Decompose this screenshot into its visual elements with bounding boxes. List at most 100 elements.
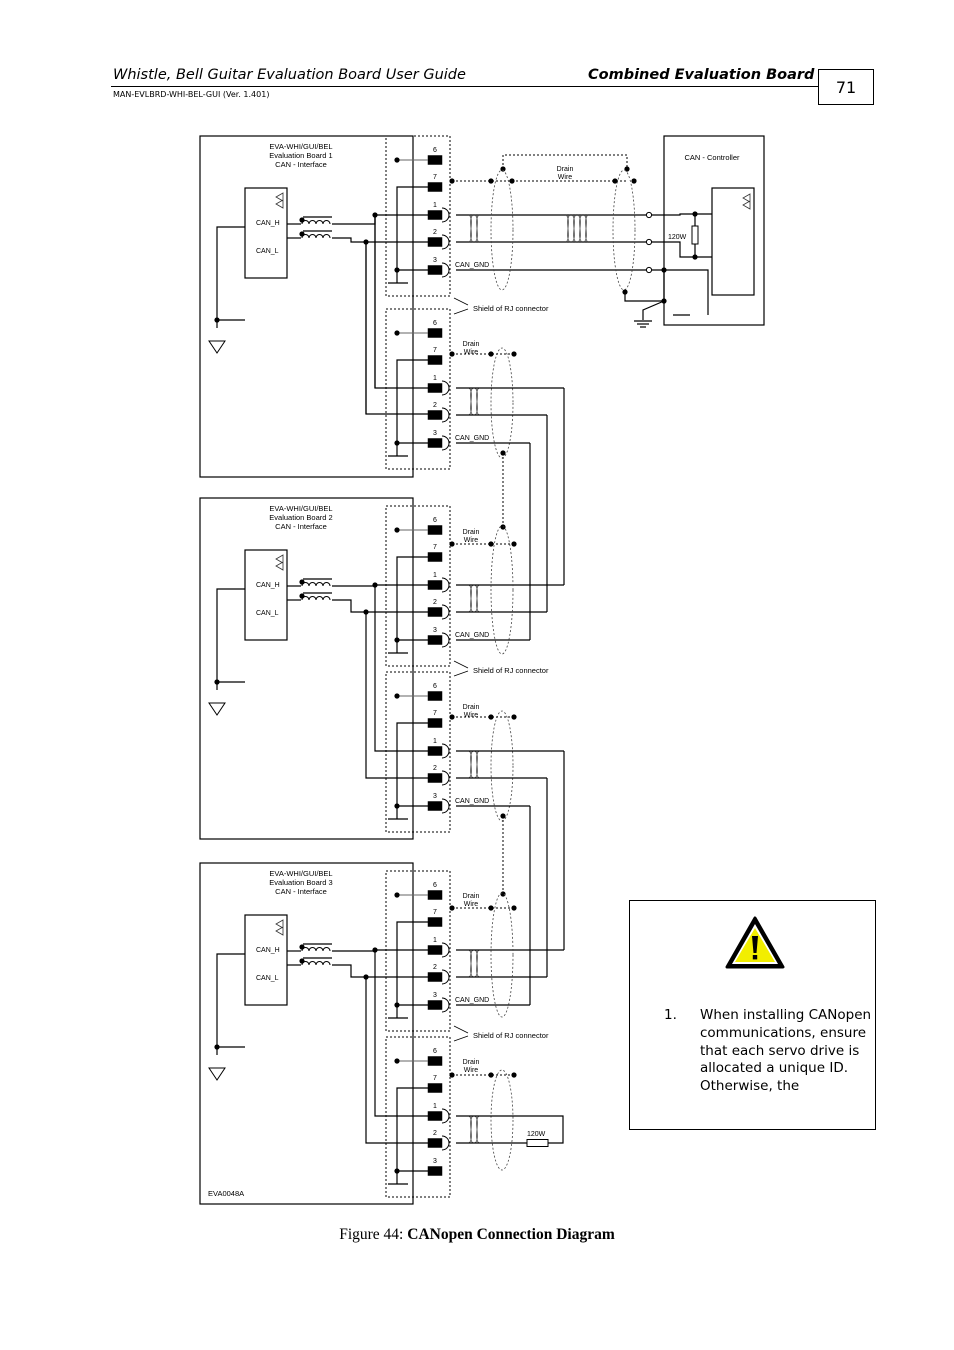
can-gnd-label: CAN_GND <box>455 435 489 442</box>
socket-contact-icon <box>441 743 450 759</box>
wire <box>216 226 245 328</box>
board-name-label: Evaluation Board 2 <box>269 513 332 522</box>
pin-label: 1 <box>433 202 437 209</box>
transceiver-icon <box>742 193 751 210</box>
junction-dot <box>394 892 400 898</box>
wire <box>396 722 428 819</box>
can-h-branch-wire <box>374 585 428 752</box>
can-controller-label: CAN - Controller <box>684 153 740 162</box>
socket-contact-icon <box>441 604 450 620</box>
drain-wire-label: Drain <box>463 704 480 711</box>
connector-pin <box>427 355 443 365</box>
pin-label: 2 <box>433 964 437 971</box>
socket-contact-icon <box>441 1108 450 1124</box>
pin-label: 6 <box>433 517 437 524</box>
drain-wire-label: Wire <box>464 712 478 719</box>
pin-label: 6 <box>433 320 437 327</box>
can-h-wire <box>456 1115 564 1144</box>
drain-wire-label: Drain <box>463 893 480 900</box>
socket-contact-icon <box>441 969 450 985</box>
terminal-circle <box>645 211 653 219</box>
pin-label: 1 <box>433 738 437 745</box>
can-h-label: CAN_H <box>256 947 280 954</box>
board-model-label: EVA-WHI/GUI/BEL <box>269 142 332 151</box>
twisted-pair-icon <box>468 949 480 978</box>
junction-dot <box>299 579 305 585</box>
header-divider <box>111 86 818 87</box>
connector-pin <box>427 1083 443 1093</box>
pin-label: 2 <box>433 765 437 772</box>
twisted-pair-icon <box>565 214 589 243</box>
document-id: MAN-EVLBRD-WHI-BEL-GUI (Ver. 1.401) <box>113 90 270 99</box>
cable-shield-loop <box>490 1069 514 1171</box>
warning-triangle-icon <box>725 916 785 969</box>
figure-caption: Figure 44: CANopen Connection Diagram <box>0 1226 954 1244</box>
section-title: Combined Evaluation Board <box>588 67 815 83</box>
wire <box>396 1087 428 1184</box>
can-h-wire <box>332 214 428 225</box>
connector-pin <box>427 525 443 535</box>
connector-pin <box>427 237 443 247</box>
wire <box>624 270 665 302</box>
controller-transceiver <box>711 187 755 296</box>
connector-pin <box>427 410 443 420</box>
junction-dot <box>394 267 400 273</box>
ground-symbol-icon <box>208 340 226 354</box>
drain-wire-label: Wire <box>464 537 478 544</box>
pin-label: 3 <box>433 793 437 800</box>
connector-pin <box>427 773 443 783</box>
connector-pin <box>427 328 443 338</box>
junction-dot <box>488 178 494 184</box>
board-name-label: Evaluation Board 3 <box>269 878 332 887</box>
junction-dot <box>612 178 618 184</box>
socket-contact-icon <box>441 632 450 648</box>
can-l-label: CAN_L <box>256 975 279 982</box>
socket-contact-icon <box>441 407 450 423</box>
can-gnd-label: CAN_GND <box>455 798 489 805</box>
pin-label: 7 <box>433 544 437 551</box>
socket-contact-icon <box>441 798 450 814</box>
twisted-pair-icon <box>468 387 480 416</box>
junction-dot <box>394 803 400 809</box>
connector-pin <box>427 691 443 701</box>
board-model-label: EVA-WHI/GUI/BEL <box>269 869 332 878</box>
connector-pin <box>427 718 443 728</box>
can-l-branch-wire <box>365 242 428 415</box>
connector-pin <box>427 438 443 448</box>
rj-connector-shield <box>385 135 451 297</box>
pin-label: 7 <box>433 347 437 354</box>
pin-label: 7 <box>433 174 437 181</box>
figure-caption-title: CANopen Connection Diagram <box>407 1226 615 1243</box>
junction-dot <box>449 1072 455 1078</box>
junction-dot <box>488 905 494 911</box>
pin-label: 3 <box>433 992 437 999</box>
junction-dot <box>488 714 494 720</box>
pin-label: 7 <box>433 1075 437 1082</box>
shield-label: Shield of RJ connector <box>473 304 549 313</box>
inductor-coil-icon <box>301 582 331 587</box>
connector-pin <box>427 1111 443 1121</box>
terminator-label: 120W <box>527 1131 546 1138</box>
board-interface-label: CAN - Interface <box>275 160 327 169</box>
junction-dot <box>449 541 455 547</box>
pin-label: 3 <box>433 257 437 264</box>
junction-dot <box>511 351 517 357</box>
socket-contact-icon <box>441 997 450 1013</box>
junction-dot <box>488 541 494 547</box>
socket-contact-icon <box>441 262 450 278</box>
drain-wire-label: Wire <box>464 349 478 356</box>
cable-shield-loop <box>490 710 514 822</box>
note-item-text: When installing CANopen communications, … <box>700 1007 872 1095</box>
socket-contact-icon <box>441 435 450 451</box>
transceiver-icon <box>275 192 284 209</box>
drain-wire-label: Wire <box>464 1067 478 1074</box>
junction-dot <box>394 1168 400 1174</box>
terminator-resistor <box>691 225 699 245</box>
drain-wire-label: Drain <box>557 166 574 173</box>
can-l-label: CAN_L <box>256 248 279 255</box>
can-transceiver <box>244 187 288 279</box>
inductor-coil-icon <box>301 596 331 601</box>
pin-label: 6 <box>433 683 437 690</box>
shield-label: Shield of RJ connector <box>473 1031 549 1040</box>
socket-contact-icon <box>441 1135 450 1151</box>
